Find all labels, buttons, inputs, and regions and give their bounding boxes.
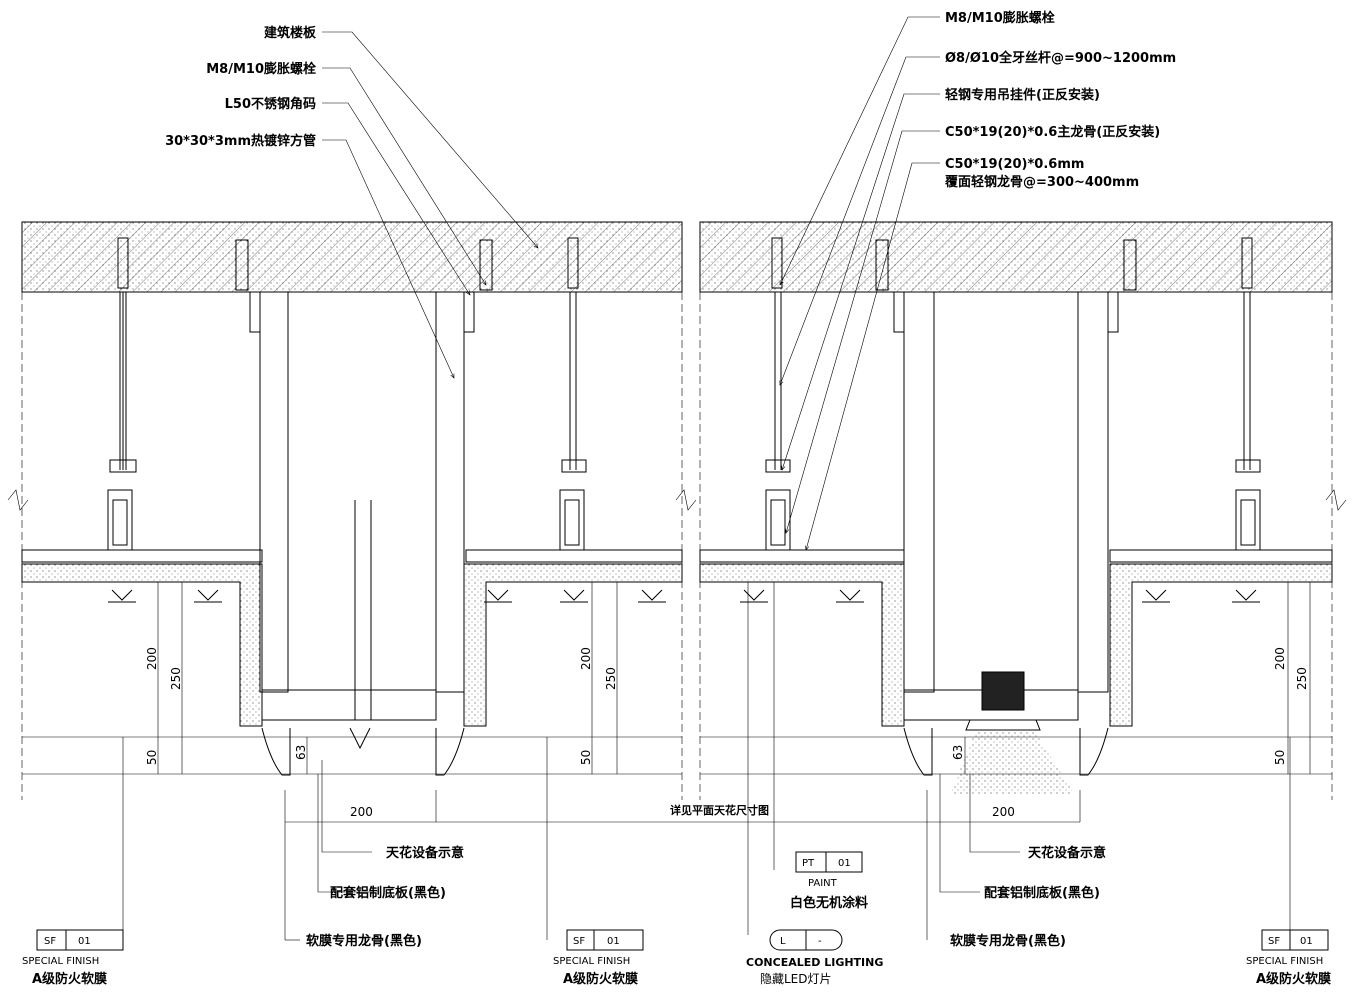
svg-text:01: 01 bbox=[838, 858, 851, 869]
pt-tag: PT 01 PAINT 白色无机涂料 bbox=[790, 851, 868, 911]
svg-text:PT: PT bbox=[802, 858, 815, 869]
callout-main-keel: C50*19(20)*0.6主龙骨(正反安装) bbox=[945, 124, 1160, 140]
svg-text:PAINT: PAINT bbox=[808, 878, 838, 889]
svg-text:SF: SF bbox=[1268, 936, 1280, 947]
dim-250-a: 250 bbox=[169, 667, 183, 690]
label-equip-left: 天花设备示意 bbox=[386, 845, 464, 861]
svg-text:CONCEALED LIGHTING: CONCEALED LIGHTING bbox=[746, 956, 883, 969]
dim-50-b: 50 bbox=[579, 750, 593, 765]
label-equip-right: 天花设备示意 bbox=[1028, 845, 1106, 861]
callout-hanger: 轻钢专用吊挂件(正反安装) bbox=[945, 87, 1100, 103]
break-lines bbox=[7, 292, 1347, 800]
dim-250-c: 250 bbox=[1295, 667, 1309, 690]
sf-tag-1: SF 01 SPECIAL FINISH A级防火软膜 bbox=[22, 929, 124, 987]
dim-200-a: 200 bbox=[145, 647, 159, 670]
dim-200-d: 200 bbox=[350, 805, 373, 819]
dim-200-e: 200 bbox=[992, 805, 1015, 819]
downlight bbox=[950, 671, 1075, 795]
svg-text:A级防火软膜: A级防火软膜 bbox=[1256, 971, 1331, 987]
label-base-right: 配套铝制底板(黑色) bbox=[984, 885, 1100, 901]
center-note: 详见平面天花尺寸图 bbox=[670, 803, 769, 817]
svg-text:隐藏LED灯片: 隐藏LED灯片 bbox=[760, 972, 832, 986]
callout-cover-keel: C50*19(20)*0.6mm bbox=[945, 157, 1084, 172]
svg-text:-: - bbox=[818, 936, 822, 947]
left-section bbox=[21, 237, 1080, 940]
dim-63-b: 63 bbox=[951, 745, 965, 760]
right-section bbox=[699, 237, 1333, 940]
dim-50-c: 50 bbox=[1273, 750, 1287, 765]
svg-text:L: L bbox=[780, 936, 786, 947]
svg-text:SPECIAL FINISH: SPECIAL FINISH bbox=[553, 956, 630, 967]
callout-bolt-left: M8/M10膨胀螺栓 bbox=[206, 61, 316, 77]
sf-tag-3: SF 01 SPECIAL FINISH A级防火软膜 bbox=[1246, 929, 1331, 987]
label-base-left: 配套铝制底板(黑色) bbox=[330, 885, 446, 901]
svg-text:A级防火软膜: A级防火软膜 bbox=[32, 971, 107, 987]
svg-text:01: 01 bbox=[607, 936, 620, 947]
svg-text:01: 01 bbox=[1300, 936, 1313, 947]
callout-bolt-right: M8/M10膨胀螺栓 bbox=[945, 10, 1055, 26]
callout-tube: 30*30*3mm热镀锌方管 bbox=[165, 133, 316, 149]
dim-63-a: 63 bbox=[294, 745, 308, 760]
svg-text:白色无机涂料: 白色无机涂料 bbox=[790, 895, 868, 911]
soffit-board-right bbox=[699, 563, 1333, 727]
label-keel-right: 软膜专用龙骨(黑色) bbox=[950, 933, 1066, 949]
svg-text:SF: SF bbox=[573, 936, 585, 947]
svg-text:01: 01 bbox=[78, 936, 91, 947]
callout-cover-spacing: 覆面轻钢龙骨@=300~400mm bbox=[945, 174, 1139, 190]
svg-text:SF: SF bbox=[44, 936, 56, 947]
svg-text:SPECIAL FINISH: SPECIAL FINISH bbox=[1246, 956, 1323, 967]
dim-200-b: 200 bbox=[579, 647, 593, 670]
lighting-tag: L - CONCEALED LIGHTING 隐藏LED灯片 bbox=[746, 929, 883, 986]
leader-lines bbox=[285, 16, 1020, 941]
sf-tag-2: SF 01 SPECIAL FINISH A级防火软膜 bbox=[553, 929, 644, 987]
callout-angle: L50不锈钢角码 bbox=[225, 96, 316, 112]
concrete-slab-right bbox=[699, 221, 1333, 293]
soffit-board-left bbox=[21, 563, 683, 727]
svg-text:SPECIAL FINISH: SPECIAL FINISH bbox=[22, 956, 99, 967]
dim-200-c: 200 bbox=[1273, 647, 1287, 670]
label-keel-left: 软膜专用龙骨(黑色) bbox=[306, 933, 422, 949]
callout-rod: Ø8/Ø10全牙丝杆@=900~1200mm bbox=[945, 50, 1176, 66]
dim-50-a: 50 bbox=[145, 750, 159, 765]
callout-slab: 建筑楼板 bbox=[264, 25, 317, 41]
svg-text:A级防火软膜: A级防火软膜 bbox=[563, 971, 638, 987]
dim-250-b: 250 bbox=[604, 667, 618, 690]
concrete-slab-left bbox=[21, 221, 683, 293]
